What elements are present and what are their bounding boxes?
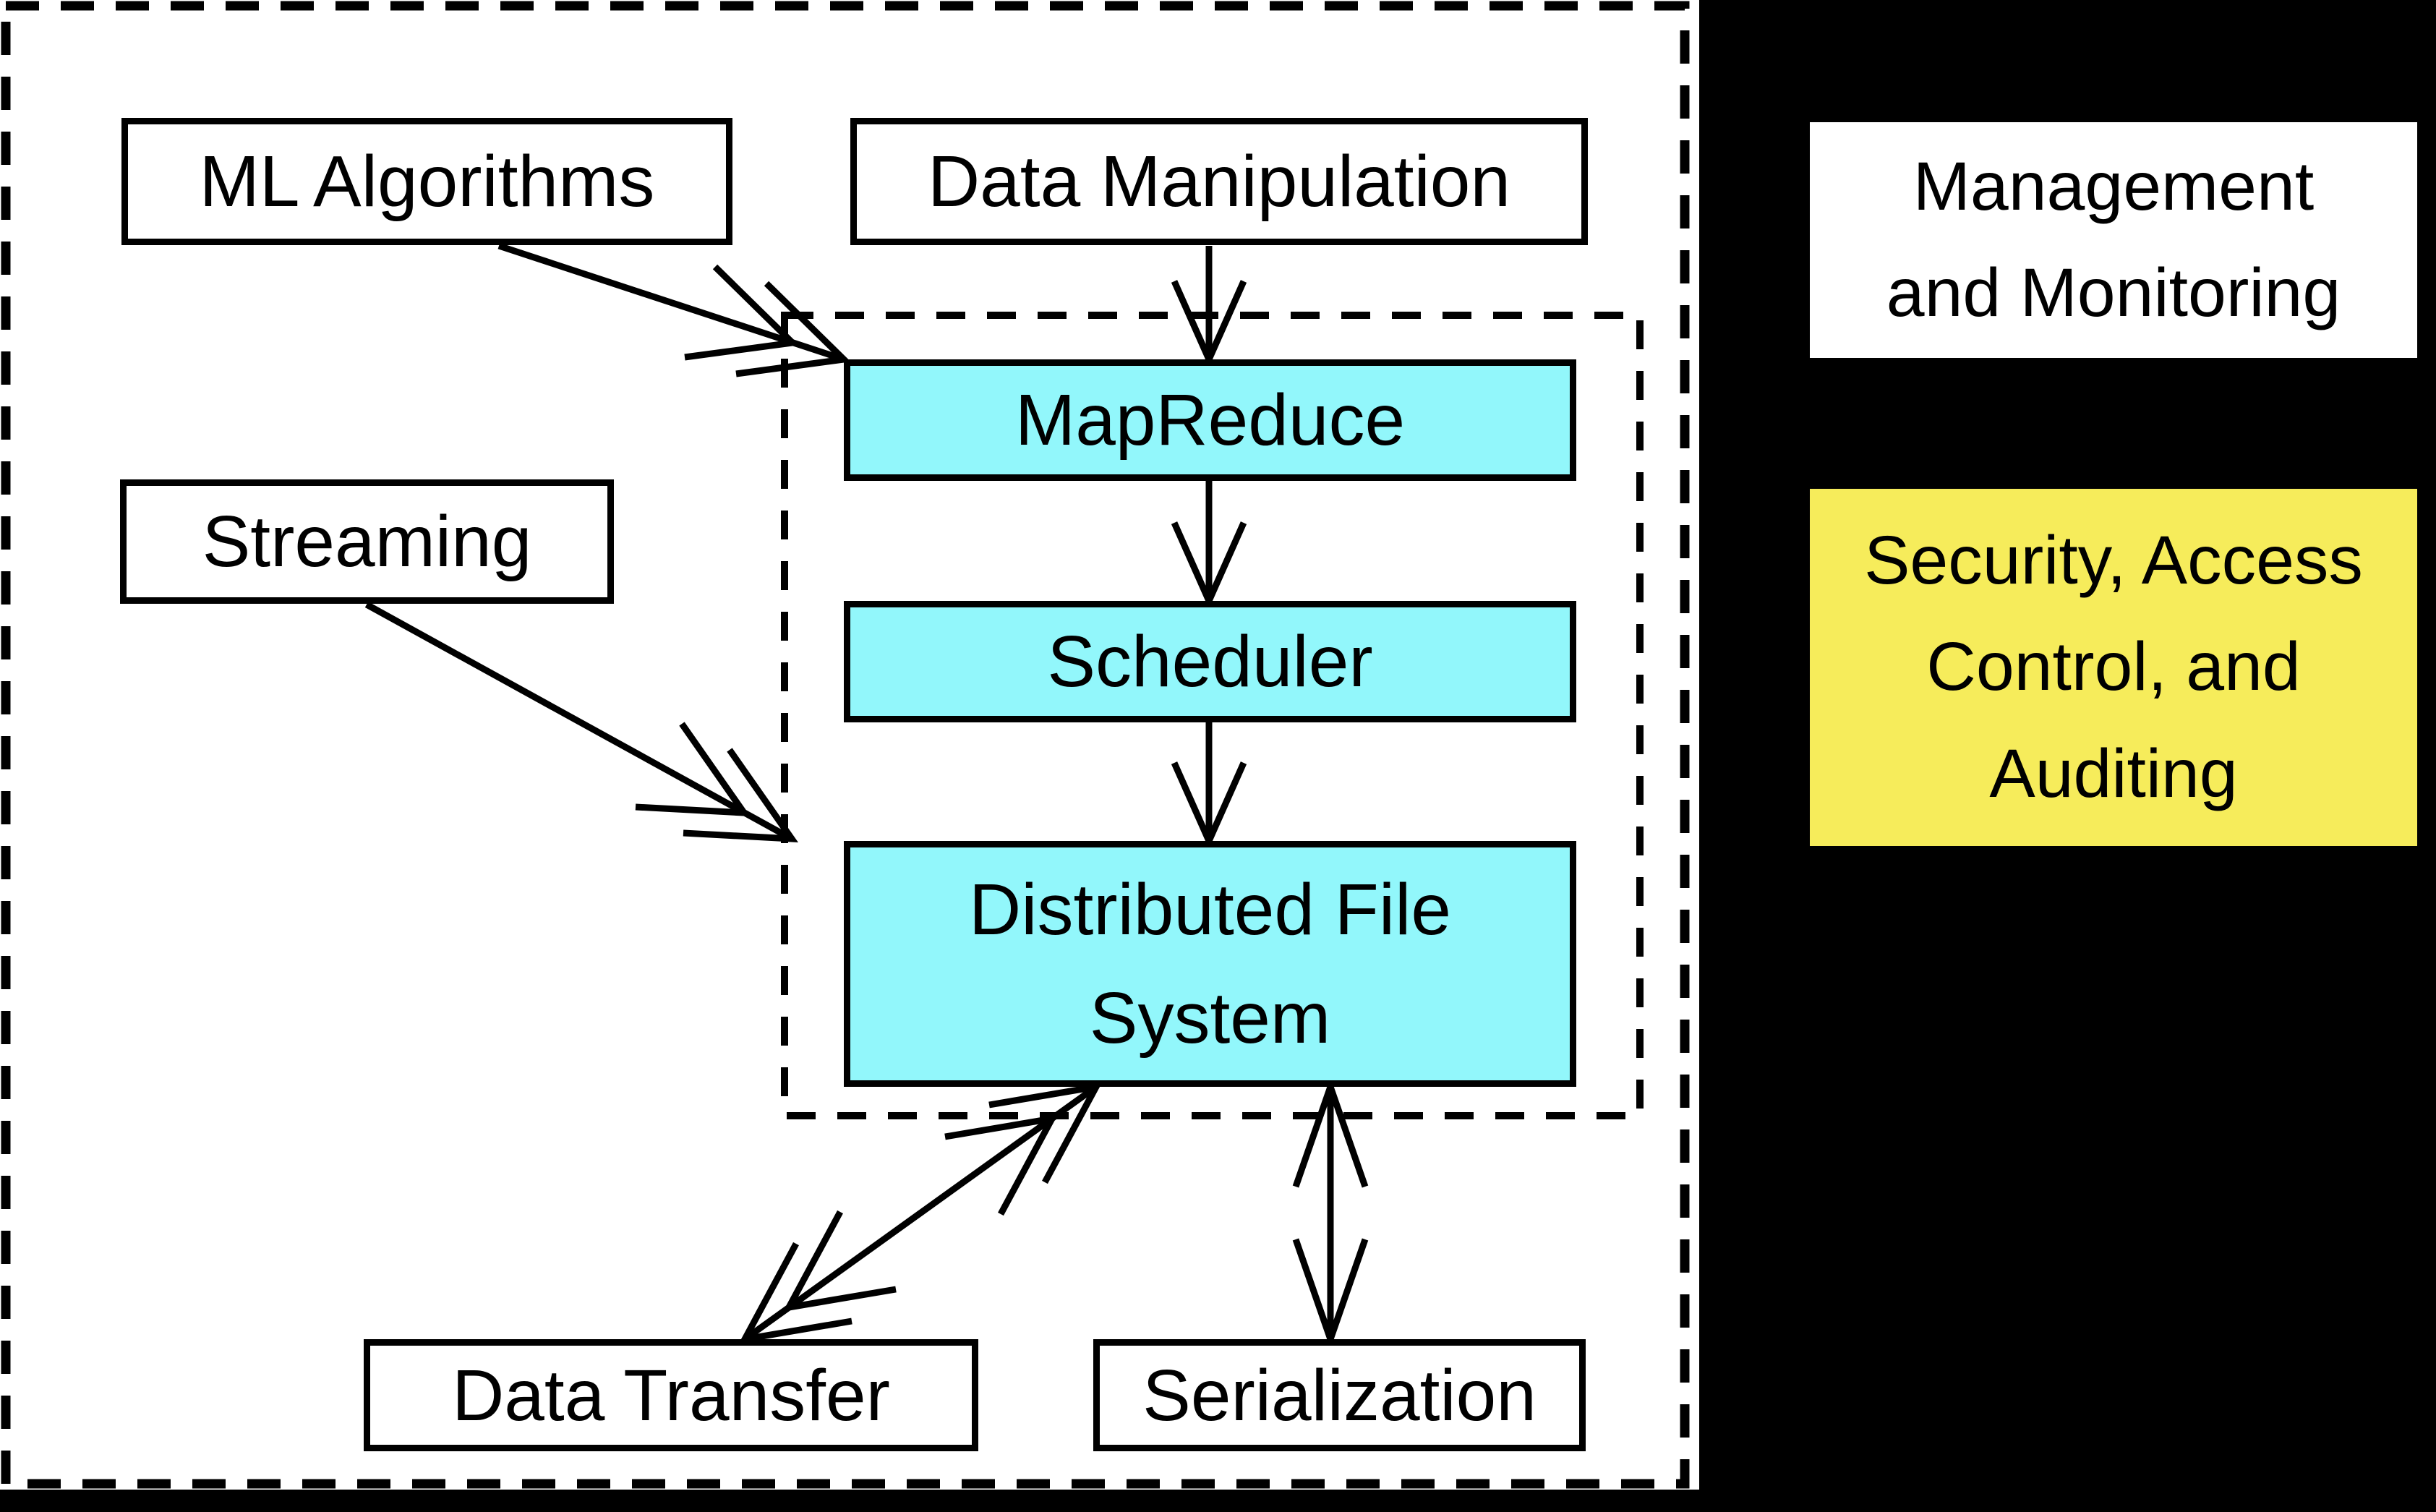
arrow-dfs-serialization-bidirectional <box>1292 1077 1369 1349</box>
arrowhead-right-icon <box>683 748 798 842</box>
panel-security-access-control-auditing: Security, Access Control, and Auditing <box>1810 489 2417 846</box>
node-scheduler: Scheduler <box>844 601 1576 722</box>
arrowhead-down-left-icon <box>782 1210 897 1312</box>
arrowhead-up-right-icon <box>988 1082 1103 1184</box>
arrow-dfs-data-transfer-bidirectional <box>738 1082 1103 1344</box>
arrow-mapreduce-to-scheduler <box>1171 481 1247 610</box>
node-data-transfer: Data Transfer <box>364 1339 978 1451</box>
node-mapreduce: MapReduce <box>844 359 1576 481</box>
arrowhead-right-icon <box>684 264 800 361</box>
outer-dashed-border <box>1 1 1690 1489</box>
node-serialization: Serialization <box>1093 1339 1586 1451</box>
arrowhead-right-icon <box>635 722 751 816</box>
arrow-scheduler-to-dfs <box>1171 722 1247 850</box>
arrow-data-manipulation-to-mapreduce <box>1171 246 1247 368</box>
arrowhead-up-right-icon <box>944 1114 1059 1216</box>
node-distributed-file-system: Distributed File System <box>844 841 1576 1087</box>
arrow-streaming-to-dfs <box>364 602 798 842</box>
node-ml-algorithms: ML Algorithms <box>121 118 732 245</box>
arrow-ml-algorithms-to-mapreduce <box>497 242 851 377</box>
diagram-panel <box>0 0 1699 1490</box>
node-data-manipulation: Data Manipulation <box>850 118 1588 245</box>
panel-management-and-monitoring: Management and Monitoring <box>1810 122 2417 358</box>
arrowhead-up-icon <box>1292 1077 1369 1188</box>
node-streaming: Streaming <box>120 479 614 604</box>
